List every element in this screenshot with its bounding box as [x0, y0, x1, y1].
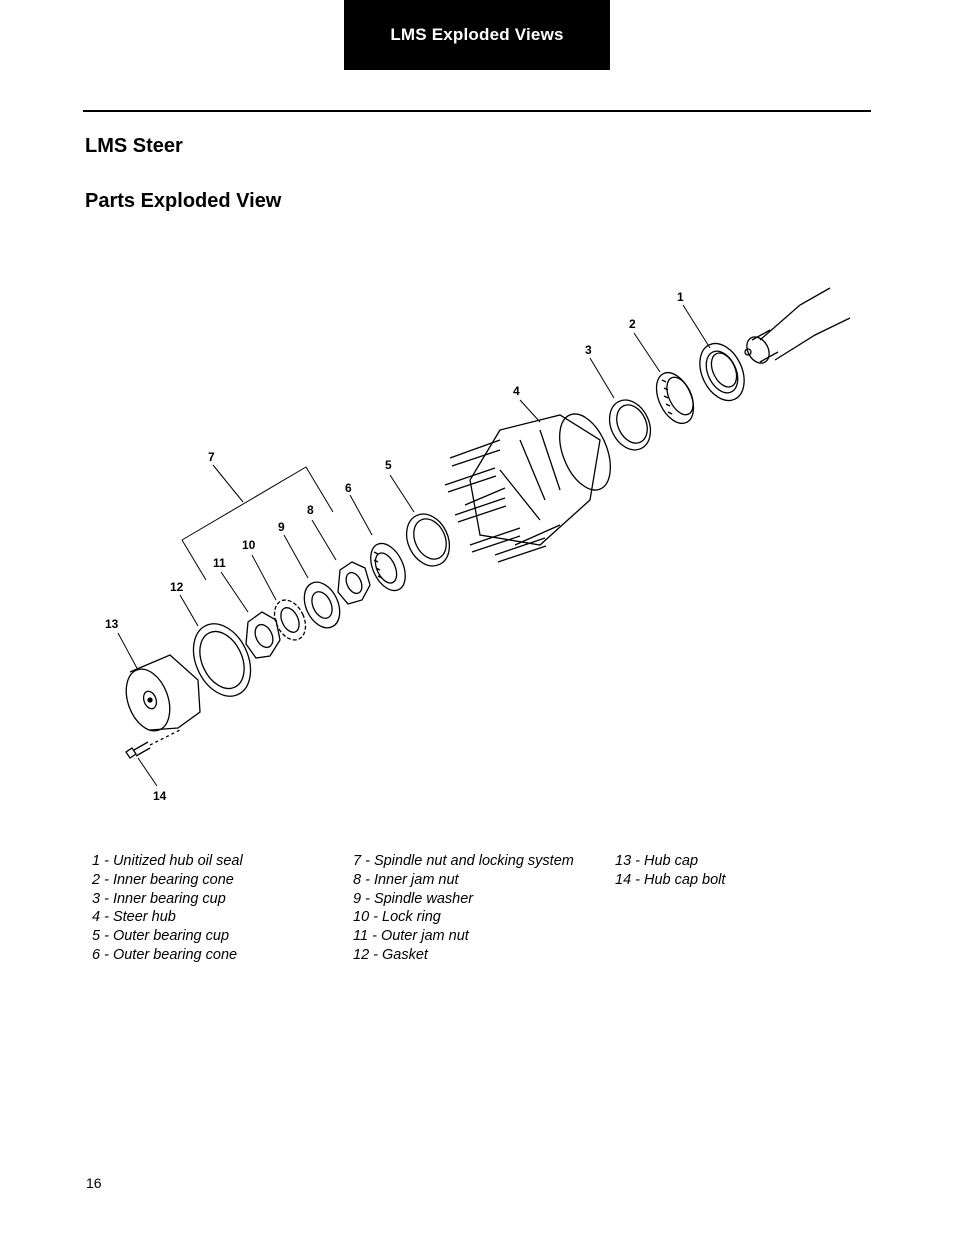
callout-7: 7 — [208, 450, 215, 464]
outer-bearing-cup-drawing — [405, 513, 451, 567]
callout-14: 14 — [153, 789, 167, 803]
callout-11: 11 — [213, 556, 226, 570]
callout-4: 4 — [513, 384, 520, 398]
legend-item: 9 - Spindle washer — [353, 890, 474, 907]
oil-seal-drawing — [699, 342, 745, 402]
outer-bearing-cone-drawing — [370, 542, 406, 592]
exploded-view-illustration: 1 2 3 4 5 6 7 8 9 10 11 12 13 14 — [105, 287, 851, 803]
legend-column-2: 7 - Spindle nut and locking system 8 - I… — [353, 852, 574, 965]
spindle-drawing — [744, 287, 851, 364]
header-rule — [83, 110, 871, 112]
legend-item: 14 - Hub cap bolt — [615, 871, 726, 888]
callout-9: 9 — [278, 520, 285, 534]
section-header-tab: LMS Exploded Views — [344, 0, 610, 70]
gasket-drawing — [192, 623, 252, 697]
callout-1: 1 — [677, 290, 684, 304]
page-number: 16 — [86, 1175, 102, 1191]
legend-item: 5 - Outer bearing cup — [92, 928, 230, 945]
legend-item: 11 - Outer jam nut — [353, 928, 469, 945]
hub-cap-drawing — [125, 654, 201, 732]
callout-5: 5 — [385, 458, 392, 472]
callout-12: 12 — [170, 580, 184, 594]
legend-item: 12 - Gasket — [353, 946, 428, 963]
legend-item: 10 - Lock ring — [353, 909, 441, 926]
inner-jam-nut-drawing — [337, 561, 371, 605]
callout-10: 10 — [242, 538, 256, 552]
legend-item: 3 - Inner bearing cup — [92, 890, 226, 907]
leader-lines — [117, 304, 711, 787]
legend-item: 13 - Hub cap — [615, 853, 699, 869]
spindle-washer-drawing — [303, 581, 341, 629]
legend-column-1: 1 - Unitized hub oil seal 2 - Inner bear… — [92, 852, 243, 965]
page-subtitle: Parts Exploded View — [85, 190, 282, 212]
page-title: LMS Steer — [85, 135, 183, 157]
callout-labels: 1 2 3 4 5 6 7 8 9 10 11 12 13 14 — [105, 290, 684, 803]
legend-item: 2 - Inner bearing cone — [92, 871, 234, 888]
legend-item: 4 - Steer hub — [92, 909, 176, 926]
legend-column-3: 13 - Hub cap 14 - Hub cap bolt — [615, 852, 725, 890]
legend-item: 6 - Outer bearing cone — [92, 946, 238, 963]
inner-bearing-cup-drawing — [608, 399, 652, 451]
legend-item: 1 - Unitized hub oil seal — [92, 853, 243, 869]
callout-13: 13 — [105, 617, 119, 631]
legend-item: 7 - Spindle nut and locking system — [353, 853, 574, 869]
callout-6: 6 — [345, 481, 352, 495]
callout-8: 8 — [307, 503, 314, 517]
callout-2: 2 — [629, 317, 636, 331]
hub-cap-bolt-drawing — [125, 729, 181, 759]
steer-hub-drawing — [444, 413, 611, 563]
legend-item: 8 - Inner jam nut — [353, 871, 459, 888]
inner-bearing-cone-drawing — [655, 371, 695, 425]
callout-3: 3 — [585, 343, 592, 357]
section-header-label: LMS Exploded Views — [390, 25, 564, 44]
outer-jam-nut-drawing — [245, 611, 281, 659]
